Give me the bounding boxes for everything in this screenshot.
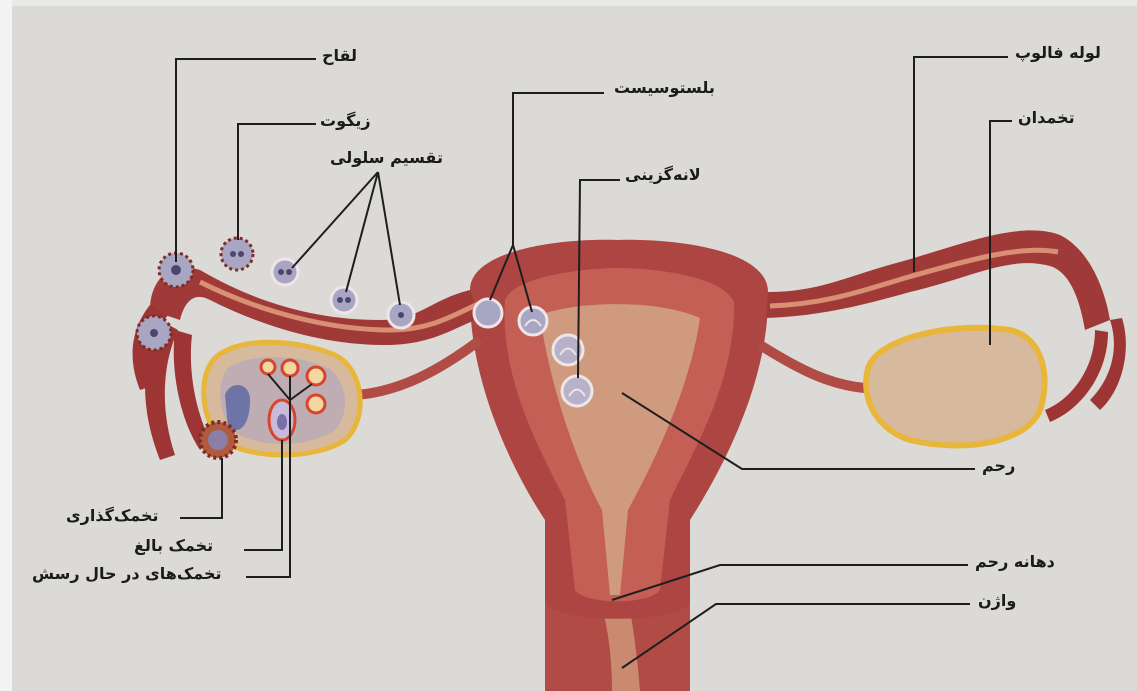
implanting-embryo [562,376,592,406]
leader-cell-division [292,172,400,305]
label-fallopian-tube: لوله فالوپ [1015,45,1101,61]
label-cell-division: تقسیم سلولی [330,150,443,166]
blastocyst-cell [519,307,547,335]
ovarian-ligament-right [760,345,865,388]
follicle [282,360,298,376]
label-ovary: تخمدان [1018,110,1075,126]
blastocyst-cell [474,299,502,327]
follicle [261,360,275,374]
leader-zygote [238,124,316,240]
dividing-cell [331,287,357,313]
label-blastocyst: بلستوسیست [614,80,715,96]
fimbriae-right [1045,318,1126,422]
label-mature-egg: تخمک بالغ [134,538,213,554]
leader-fertilization [176,59,316,262]
ovarian-ligament-left [355,340,480,395]
label-vagina: واژن [978,593,1016,609]
egg-cell [137,316,171,350]
fallopian-tube-right [766,230,1110,330]
dividing-cell [272,259,298,285]
label-cervix: دهانه رحم [975,554,1055,570]
follicle [307,395,325,413]
label-developing-eggs: تخمک‌های در حال رسش [32,566,222,582]
zygote-cell [221,238,253,270]
leader-ovulation [180,458,222,518]
label-zygote: زیگوت [320,113,371,129]
fallopian-tube-left [150,267,480,345]
label-implantation: لانه‌گزینی [625,167,701,183]
ovulated-egg [200,422,236,458]
label-fertilization: لقاح [322,48,357,64]
label-uterus: رحم [982,458,1015,474]
mature-egg-cell [277,414,287,430]
ovary-right [866,328,1044,446]
label-ovulation: تخمک‌گذاری [66,508,159,524]
dividing-cell [388,302,414,328]
follicle [307,367,325,385]
